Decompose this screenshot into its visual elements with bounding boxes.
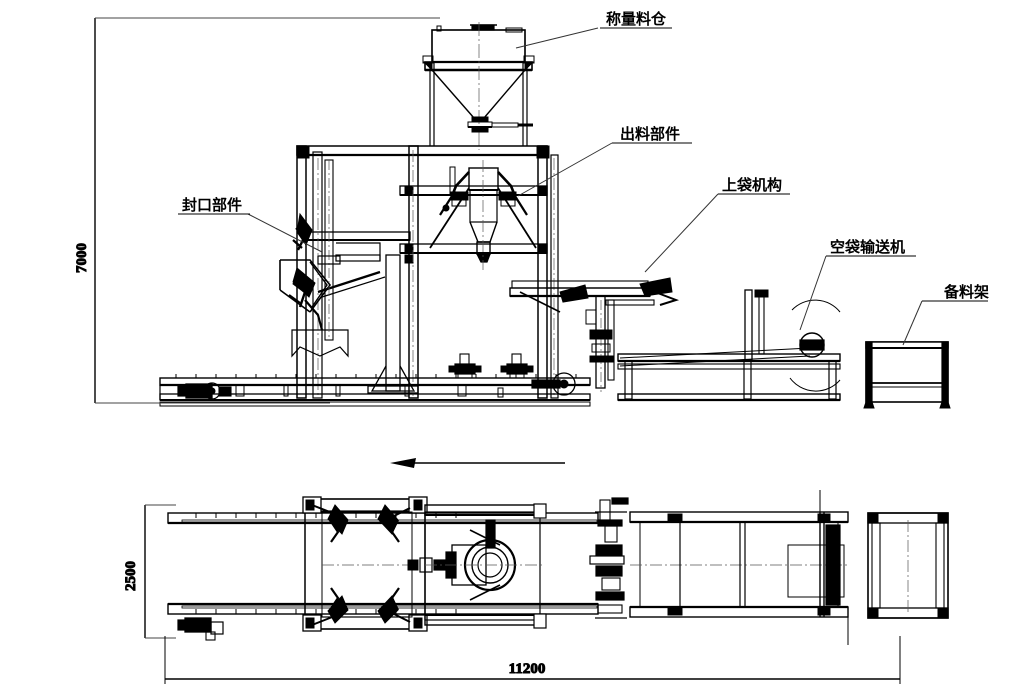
callout-labels: 称量料仓 出料部件 封口部件 上袋机构 空袋输送机 备料架 bbox=[182, 10, 989, 301]
dimension-height-2500: 2500 bbox=[123, 504, 176, 639]
callout-label-weighing-hopper: 称量料仓 bbox=[606, 10, 667, 28]
dimension-lines: 7000 2500 11200 bbox=[74, 17, 901, 684]
dimension-length-11200: 11200 bbox=[164, 636, 901, 684]
material-flow-arrow bbox=[390, 458, 565, 468]
empty-bag-conveyor-plan bbox=[629, 490, 849, 645]
dimension-value-7000: 7000 bbox=[74, 243, 90, 273]
belt-centering-device-2 bbox=[500, 353, 534, 379]
empty-bag-conveyor-assembly bbox=[617, 289, 841, 402]
material-rack-assembly bbox=[863, 341, 951, 409]
discharge-component-assembly bbox=[429, 160, 537, 270]
bag-loading-mechanism-assembly bbox=[509, 277, 680, 392]
dimension-height-7000: 7000 bbox=[74, 17, 440, 404]
material-rack-plan bbox=[867, 512, 949, 619]
sealing-component-assembly bbox=[279, 159, 386, 358]
elevation-view bbox=[159, 22, 951, 409]
callout-leaders bbox=[178, 27, 988, 346]
plan-view bbox=[167, 490, 949, 645]
callout-label-material-rack: 备料架 bbox=[943, 283, 989, 301]
callout-label-discharge-component: 出料部件 bbox=[620, 125, 680, 143]
outfeed-conveyor-assembly bbox=[159, 353, 591, 407]
belt-centering-device-1 bbox=[448, 353, 482, 379]
bag-loader-plan bbox=[589, 497, 629, 619]
callout-label-sealing-component: 封口部件 bbox=[182, 196, 242, 214]
main-frame-structure bbox=[296, 145, 559, 399]
callout-label-bag-loading-mechanism: 上袋机构 bbox=[722, 176, 782, 194]
weighing-hopper-assembly bbox=[422, 22, 535, 150]
dimension-value-11200: 11200 bbox=[509, 661, 546, 677]
callout-label-empty-bag-conveyor: 空袋输送机 bbox=[830, 238, 905, 256]
dimension-value-2500: 2500 bbox=[123, 561, 139, 591]
